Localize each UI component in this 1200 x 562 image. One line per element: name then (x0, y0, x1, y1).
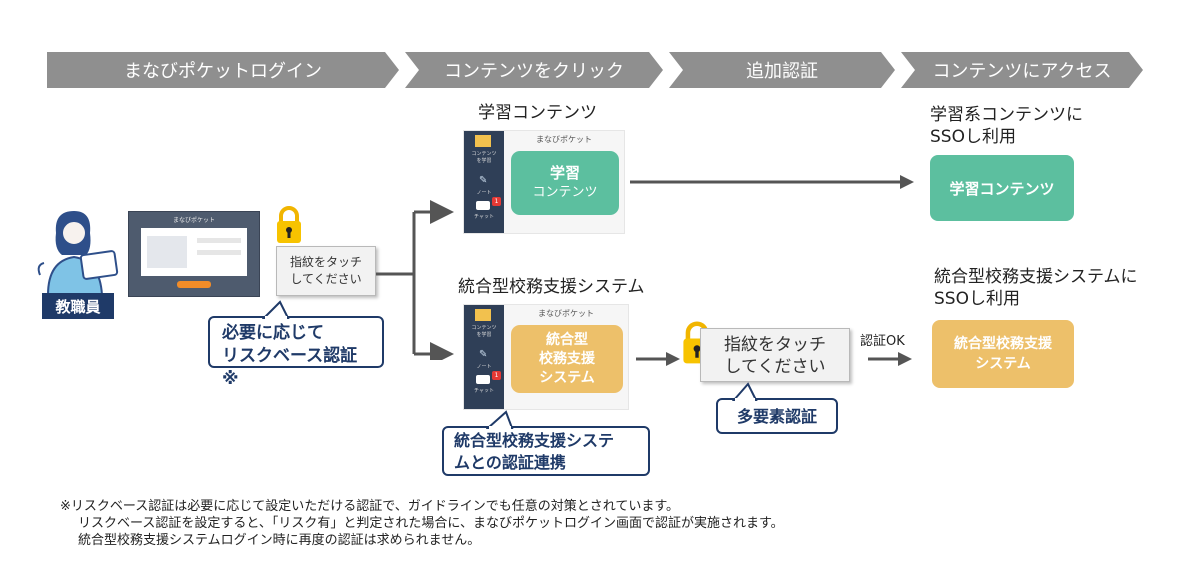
card-line: 校務支援 (539, 350, 595, 367)
arrow-to-mfa (636, 352, 680, 366)
login-screen-title-text: まなびポケット (172, 217, 215, 224)
sidebar-text: コンテンツ を学習 (466, 151, 502, 165)
branch-arrows (376, 200, 454, 360)
app-logo-icon (475, 135, 491, 147)
teacher-label: 教職員 (42, 293, 114, 319)
step-label: コンテンツにアクセス (932, 61, 1112, 82)
app-topbar: まなびポケット (504, 131, 624, 147)
arrow-to-learning-access (630, 175, 914, 189)
step-access-content: コンテンツにアクセス (901, 52, 1143, 88)
callout-line: 統合型校務支援システ (454, 431, 615, 450)
password-field (197, 250, 241, 255)
touch-line: してください (724, 357, 826, 377)
login-screen-title: まなびポケット (129, 215, 259, 224)
step-click-content: コンテンツをクリック (405, 52, 663, 88)
sidebar-line: を学習 (476, 332, 492, 338)
box-line: システム (975, 356, 1031, 372)
callout-line: 必要に応じて (222, 323, 324, 343)
school-heading: 統合型校務支援システム (458, 276, 645, 298)
teacher-illustration (37, 211, 119, 295)
callout-mfa-text: 多要素認証 (736, 406, 817, 426)
touch-prompt-large: 指紋をタッチ してください (700, 328, 850, 382)
learning-app-mock: コンテンツ を学習 ✎ ノート チャット 1 まなびポケット 学習 コンテンツ (463, 130, 625, 234)
access-learning-heading: 学習系コンテンツに SSOし利用 (930, 104, 1083, 148)
access-learning-box: 学習コンテンツ (930, 155, 1074, 221)
learning-heading-text: 学習コンテンツ (478, 103, 597, 123)
arrow-to-school-access (868, 352, 912, 366)
access-school-box: 統合型校務支援 システム (932, 320, 1074, 388)
sidebar-line: チャット (474, 388, 494, 394)
login-button (177, 281, 211, 288)
learning-heading: 学習コンテンツ (478, 102, 597, 124)
callout-tail (262, 300, 290, 320)
callout-line: ムとの認証連携 (454, 453, 566, 472)
heading-line: 統合型校務支援システムに (934, 267, 1138, 287)
notification-badge: 1 (492, 371, 501, 380)
step-label: まなびポケットログイン (124, 61, 322, 82)
callout-mfa: 多要素認証 (716, 398, 838, 434)
box-line: 統合型校務支援 (954, 336, 1052, 352)
sidebar-line: コンテンツ (471, 325, 497, 331)
card-line: コンテンツ (532, 185, 598, 200)
id-field (197, 238, 241, 243)
app-sidebar: コンテンツ を学習 ✎ ノート チャット 1 (464, 305, 504, 409)
notification-badge: 1 (492, 197, 501, 206)
app-sidebar: コンテンツ を学習 ✎ ノート チャット 1 (464, 131, 504, 233)
school-card: 統合型 校務支援 システム (511, 325, 623, 393)
callout-tail (732, 382, 758, 402)
app-title: まなびポケット (538, 308, 594, 318)
sidebar-line: コンテンツ (471, 151, 497, 157)
card-line: 統合型 (546, 331, 588, 348)
callout-tail (486, 410, 514, 430)
callout-school-linkage: 統合型校務支援システ ムとの認証連携 (442, 426, 650, 476)
heading-line: SSOし利用 (930, 127, 1016, 147)
pen-icon: ✎ (479, 349, 488, 360)
step-additional-auth: 追加認証 (669, 52, 895, 88)
footnote-3: 統合型校務支援システムログイン時に再度の認証は求められません。 (78, 532, 480, 549)
callout-line: リスクベース認証※ (222, 346, 358, 389)
teacher-label-text: 教職員 (55, 297, 101, 316)
card-line: システム (539, 369, 595, 386)
login-panel-left (147, 236, 187, 268)
sidebar-line: を学習 (476, 158, 492, 164)
app-topbar: まなびポケット (504, 305, 628, 321)
heading-line: 学習系コンテンツに (930, 105, 1083, 125)
padlock-icon (277, 206, 301, 243)
school-app-mock: コンテンツ を学習 ✎ ノート チャット 1 まなびポケット 統合型 校務支援 … (463, 304, 629, 410)
login-panel (141, 228, 247, 276)
sidebar-text: コンテンツ を学習 (466, 325, 502, 339)
touch-line: 指紋をタッチ (724, 335, 826, 355)
footnote-2: リスクベース認証を設定すると、「リスク有」と判定された場合に、まなびポケットログ… (78, 515, 784, 532)
step-login: まなびポケットログイン (47, 52, 399, 88)
footnote-1: ※リスクベース認証は必要に応じて設定いただける認証で、ガイドラインでも任意の対策… (60, 498, 679, 515)
callout-risk-based-auth: 必要に応じて リスクベース認証※ (208, 316, 384, 389)
footnote-text: 統合型校務支援システムログイン時に再度の認証は求められません。 (78, 533, 481, 548)
login-screen-mock: まなびポケット (128, 211, 260, 297)
learning-card: 学習 コンテンツ (511, 151, 619, 215)
touch-line: 指紋をタッチ (289, 255, 362, 269)
school-heading-text: 統合型校務支援システム (458, 277, 645, 297)
touch-line: してください (290, 272, 362, 286)
pen-icon: ✎ (479, 175, 488, 186)
access-school-heading: 統合型校務支援システムに SSOし利用 (934, 266, 1138, 310)
sidebar-line: チャット (474, 214, 494, 220)
chat-icon (476, 201, 490, 210)
app-logo-icon (475, 309, 491, 321)
touch-prompt-small: 指紋をタッチ してください (276, 246, 376, 296)
sidebar-line: ノート (476, 364, 492, 370)
sidebar-line: ノート (476, 190, 492, 196)
step-label: コンテンツをクリック (444, 61, 624, 82)
app-title: まなびポケット (536, 134, 592, 144)
footnote-text: リスクベース認証を設定すると、「リスク有」と判定された場合に、まなびポケットログ… (78, 516, 784, 531)
auth-ok-text: 認証OK (860, 334, 905, 349)
card-line: 学習 (549, 164, 580, 182)
footnote-text: ※リスクベース認証は必要に応じて設定いただける認証で、ガイドラインでも任意の対策… (60, 499, 680, 514)
heading-line: SSOし利用 (934, 289, 1020, 309)
access-learning-box-text: 学習コンテンツ (949, 179, 1055, 198)
step-label: 追加認証 (746, 61, 818, 82)
chat-icon (476, 375, 490, 384)
auth-ok-label: 認証OK (860, 330, 905, 349)
